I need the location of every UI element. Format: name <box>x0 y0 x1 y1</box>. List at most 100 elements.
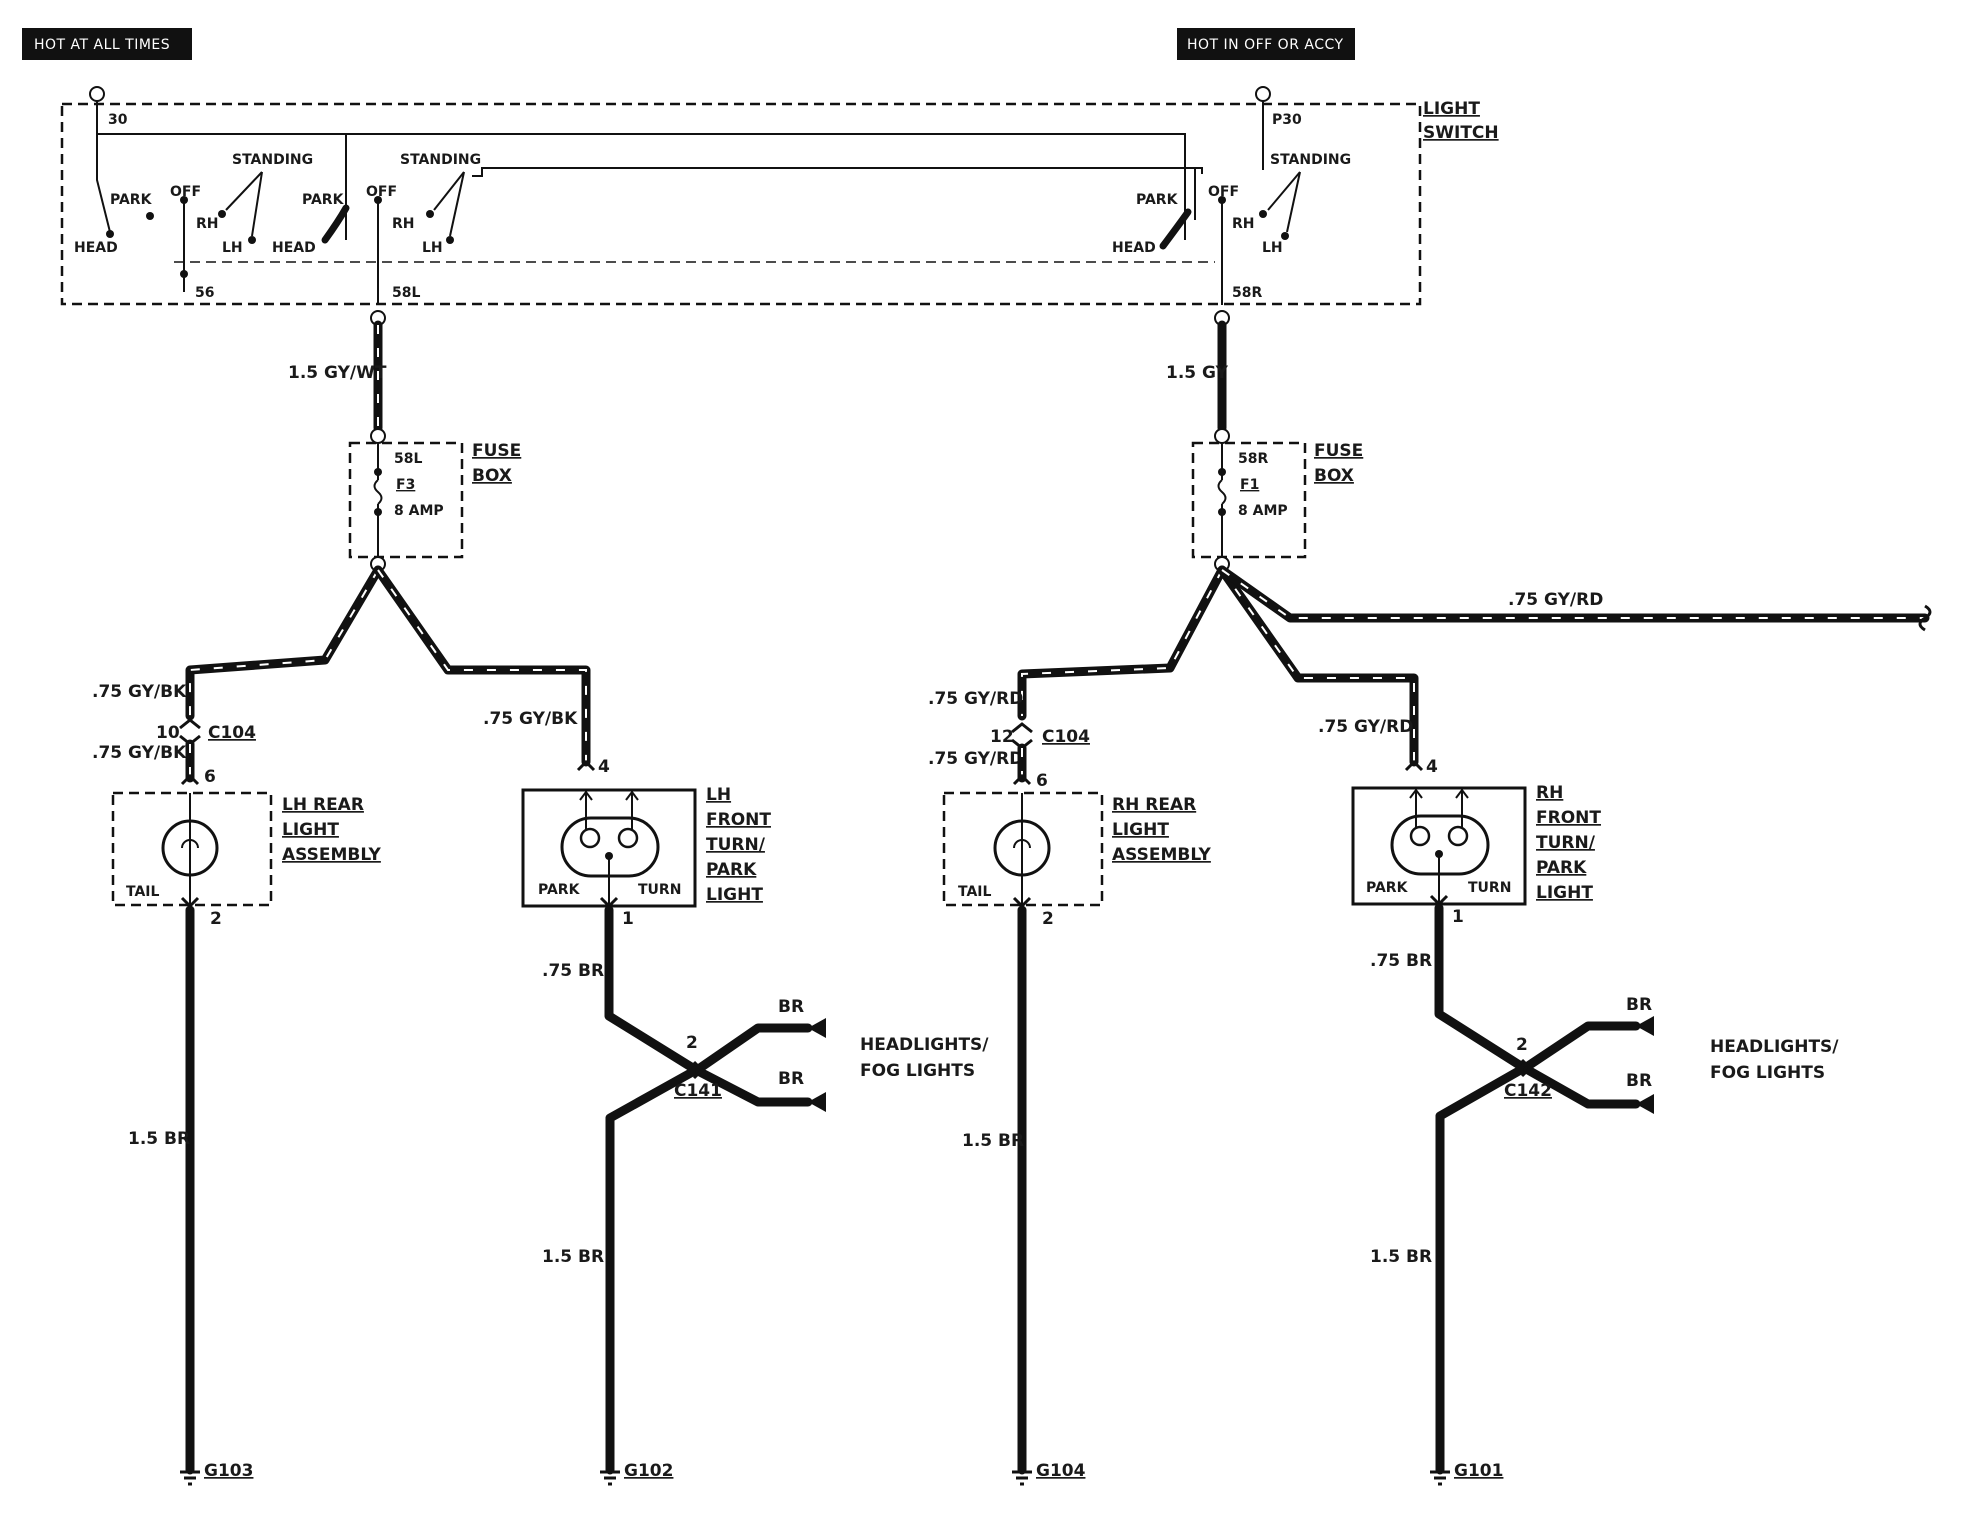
svg-text:LIGHT: LIGHT <box>1536 883 1593 903</box>
light-switch-title-1: LIGHT <box>1423 99 1480 119</box>
svg-text:LH REAR: LH REAR <box>282 795 364 815</box>
wire-rh-front-ground-upper <box>1434 903 1529 1073</box>
svg-text:.75 GY/BK: .75 GY/BK <box>92 743 187 763</box>
svg-text:STANDING: STANDING <box>1270 152 1351 168</box>
wire-lh-br-upper <box>695 1023 813 1073</box>
svg-text:12: 12 <box>990 727 1014 747</box>
svg-text:HEADLIGHTS/: HEADLIGHTS/ <box>860 1035 989 1055</box>
fuse-box-right <box>1191 441 1307 559</box>
svg-text:6: 6 <box>204 767 216 787</box>
svg-text:OFF: OFF <box>1208 184 1239 200</box>
svg-text:TURN: TURN <box>1468 880 1511 896</box>
svg-text:56: 56 <box>195 285 214 301</box>
svg-text:BOX: BOX <box>472 466 512 486</box>
svg-text:1.5 BR: 1.5 BR <box>542 1247 604 1267</box>
svg-text:.75 GY/BK: .75 GY/BK <box>483 709 578 729</box>
switch-bus-line <box>97 133 1186 240</box>
svg-text:8 AMP: 8 AMP <box>394 503 444 519</box>
svg-text:C142: C142 <box>1504 1081 1552 1101</box>
svg-text:ASSEMBLY: ASSEMBLY <box>1112 845 1212 865</box>
switch-group-3: PARK HEAD OFF RH LH STANDING 58R <box>1112 152 1351 305</box>
svg-text:.75 GY/RD: .75 GY/RD <box>928 689 1023 709</box>
svg-text:6: 6 <box>1036 771 1048 791</box>
svg-text:.75 BR: .75 BR <box>542 961 604 981</box>
light-switch-box <box>60 102 1422 306</box>
terminal-p30-label: P30 <box>1272 112 1302 128</box>
svg-text:TAIL: TAIL <box>958 884 992 900</box>
svg-text:TAIL: TAIL <box>126 884 160 900</box>
svg-text:PARK: PARK <box>110 192 153 208</box>
svg-text:TURN: TURN <box>638 882 681 898</box>
arrow-headlights-rh-upper <box>1636 1016 1654 1036</box>
wire-rh-br-upper <box>1523 1021 1641 1071</box>
svg-text:.75 GY/RD: .75 GY/RD <box>1508 590 1603 610</box>
wire-rh-br-lower <box>1523 1065 1641 1109</box>
wire-label-1-5-gy-wt: 1.5 GY/WT <box>288 363 387 383</box>
svg-text:STANDING: STANDING <box>400 152 481 168</box>
svg-text:G101: G101 <box>1454 1461 1503 1481</box>
svg-text:4: 4 <box>598 757 610 777</box>
svg-text:LH: LH <box>706 785 731 805</box>
svg-text:1.5 GY: 1.5 GY <box>1166 363 1229 383</box>
svg-text:PARK: PARK <box>706 860 757 880</box>
fuse-box-left <box>348 441 464 559</box>
switch-group-2: PARK HEAD OFF RH LH STANDING 58L <box>272 152 481 305</box>
svg-text:F1: F1 <box>1240 477 1259 493</box>
svg-text:RH REAR: RH REAR <box>1112 795 1196 815</box>
svg-text:PARK: PARK <box>1366 880 1409 896</box>
svg-text:.75 BR: .75 BR <box>1370 951 1432 971</box>
svg-text:1: 1 <box>1452 907 1464 927</box>
fuse-f3-symbol <box>373 479 383 505</box>
lh-front-turn-park-light: 4 PARK TURN LH FRONT TURN/ PARK LIGHT 1 <box>521 757 771 929</box>
connector-c104-right: 12 C104 6 <box>990 722 1090 791</box>
svg-text:HEAD: HEAD <box>74 240 118 256</box>
svg-text:PARK: PARK <box>302 192 345 208</box>
ground-g104: G104 <box>1012 1461 1086 1486</box>
svg-text:HEAD: HEAD <box>272 240 316 256</box>
svg-text:LH: LH <box>222 240 243 256</box>
svg-text:FOG LIGHTS: FOG LIGHTS <box>1710 1063 1825 1083</box>
svg-text:1.5 BR: 1.5 BR <box>962 1131 1024 1151</box>
arrow-headlights-lh-lower <box>808 1092 826 1112</box>
terminal-p30-node <box>1255 86 1271 102</box>
svg-text:LIGHT: LIGHT <box>282 820 339 840</box>
svg-text:.75 GY/RD: .75 GY/RD <box>928 749 1023 769</box>
wire-lh-front-ground-lower <box>605 1065 701 1475</box>
svg-text:FRONT: FRONT <box>706 810 771 830</box>
svg-text:LIGHT: LIGHT <box>1112 820 1169 840</box>
svg-text:PARK: PARK <box>538 882 581 898</box>
light-switch-title-2: SWITCH <box>1423 123 1499 143</box>
svg-text:1.5 BR: 1.5 BR <box>1370 1247 1432 1267</box>
switch-group-1: HEAD PARK OFF 56 RH LH STANDING <box>74 134 313 301</box>
svg-text:2: 2 <box>210 909 222 929</box>
svg-text:PARK: PARK <box>1136 192 1179 208</box>
svg-text:STANDING: STANDING <box>232 152 313 168</box>
svg-text:10: 10 <box>156 723 180 743</box>
svg-text:RH: RH <box>392 216 415 232</box>
arrow-headlights-lh-upper <box>808 1018 826 1038</box>
rh-front-turn-park-light: 4 PARK TURN RH FRONT TURN/ PARK LIGHT 1 <box>1351 757 1601 927</box>
svg-text:LH: LH <box>422 240 443 256</box>
terminal-30-node <box>89 86 105 102</box>
svg-text:BR: BR <box>1626 995 1652 1015</box>
lh-rear-light-assembly: TAIL LH REAR LIGHT ASSEMBLY 2 <box>111 791 382 929</box>
svg-text:8 AMP: 8 AMP <box>1238 503 1288 519</box>
connector-c104-left: 10 C104 6 <box>156 718 256 787</box>
ground-g102: G102 <box>600 1461 673 1486</box>
svg-text:58R: 58R <box>1232 285 1262 301</box>
fuse-f1-symbol <box>1217 479 1227 505</box>
wire-lh-br-lower <box>695 1067 813 1107</box>
svg-text:BR: BR <box>778 1069 804 1089</box>
svg-text:RH: RH <box>196 216 219 232</box>
rh-rear-light-assembly: TAIL RH REAR LIGHT ASSEMBLY 2 <box>942 791 1212 929</box>
badge-hot-at-all-times: HOT AT ALL TIMES <box>22 28 192 60</box>
arrow-headlights-rh-lower <box>1636 1094 1654 1114</box>
wire-lh-front-feed <box>373 565 591 767</box>
ground-g101: G101 <box>1430 1461 1503 1486</box>
svg-text:HEAD: HEAD <box>1112 240 1156 256</box>
svg-text:2: 2 <box>1042 909 1054 929</box>
svg-text:FUSE: FUSE <box>472 441 521 461</box>
svg-text:4: 4 <box>1426 757 1438 777</box>
